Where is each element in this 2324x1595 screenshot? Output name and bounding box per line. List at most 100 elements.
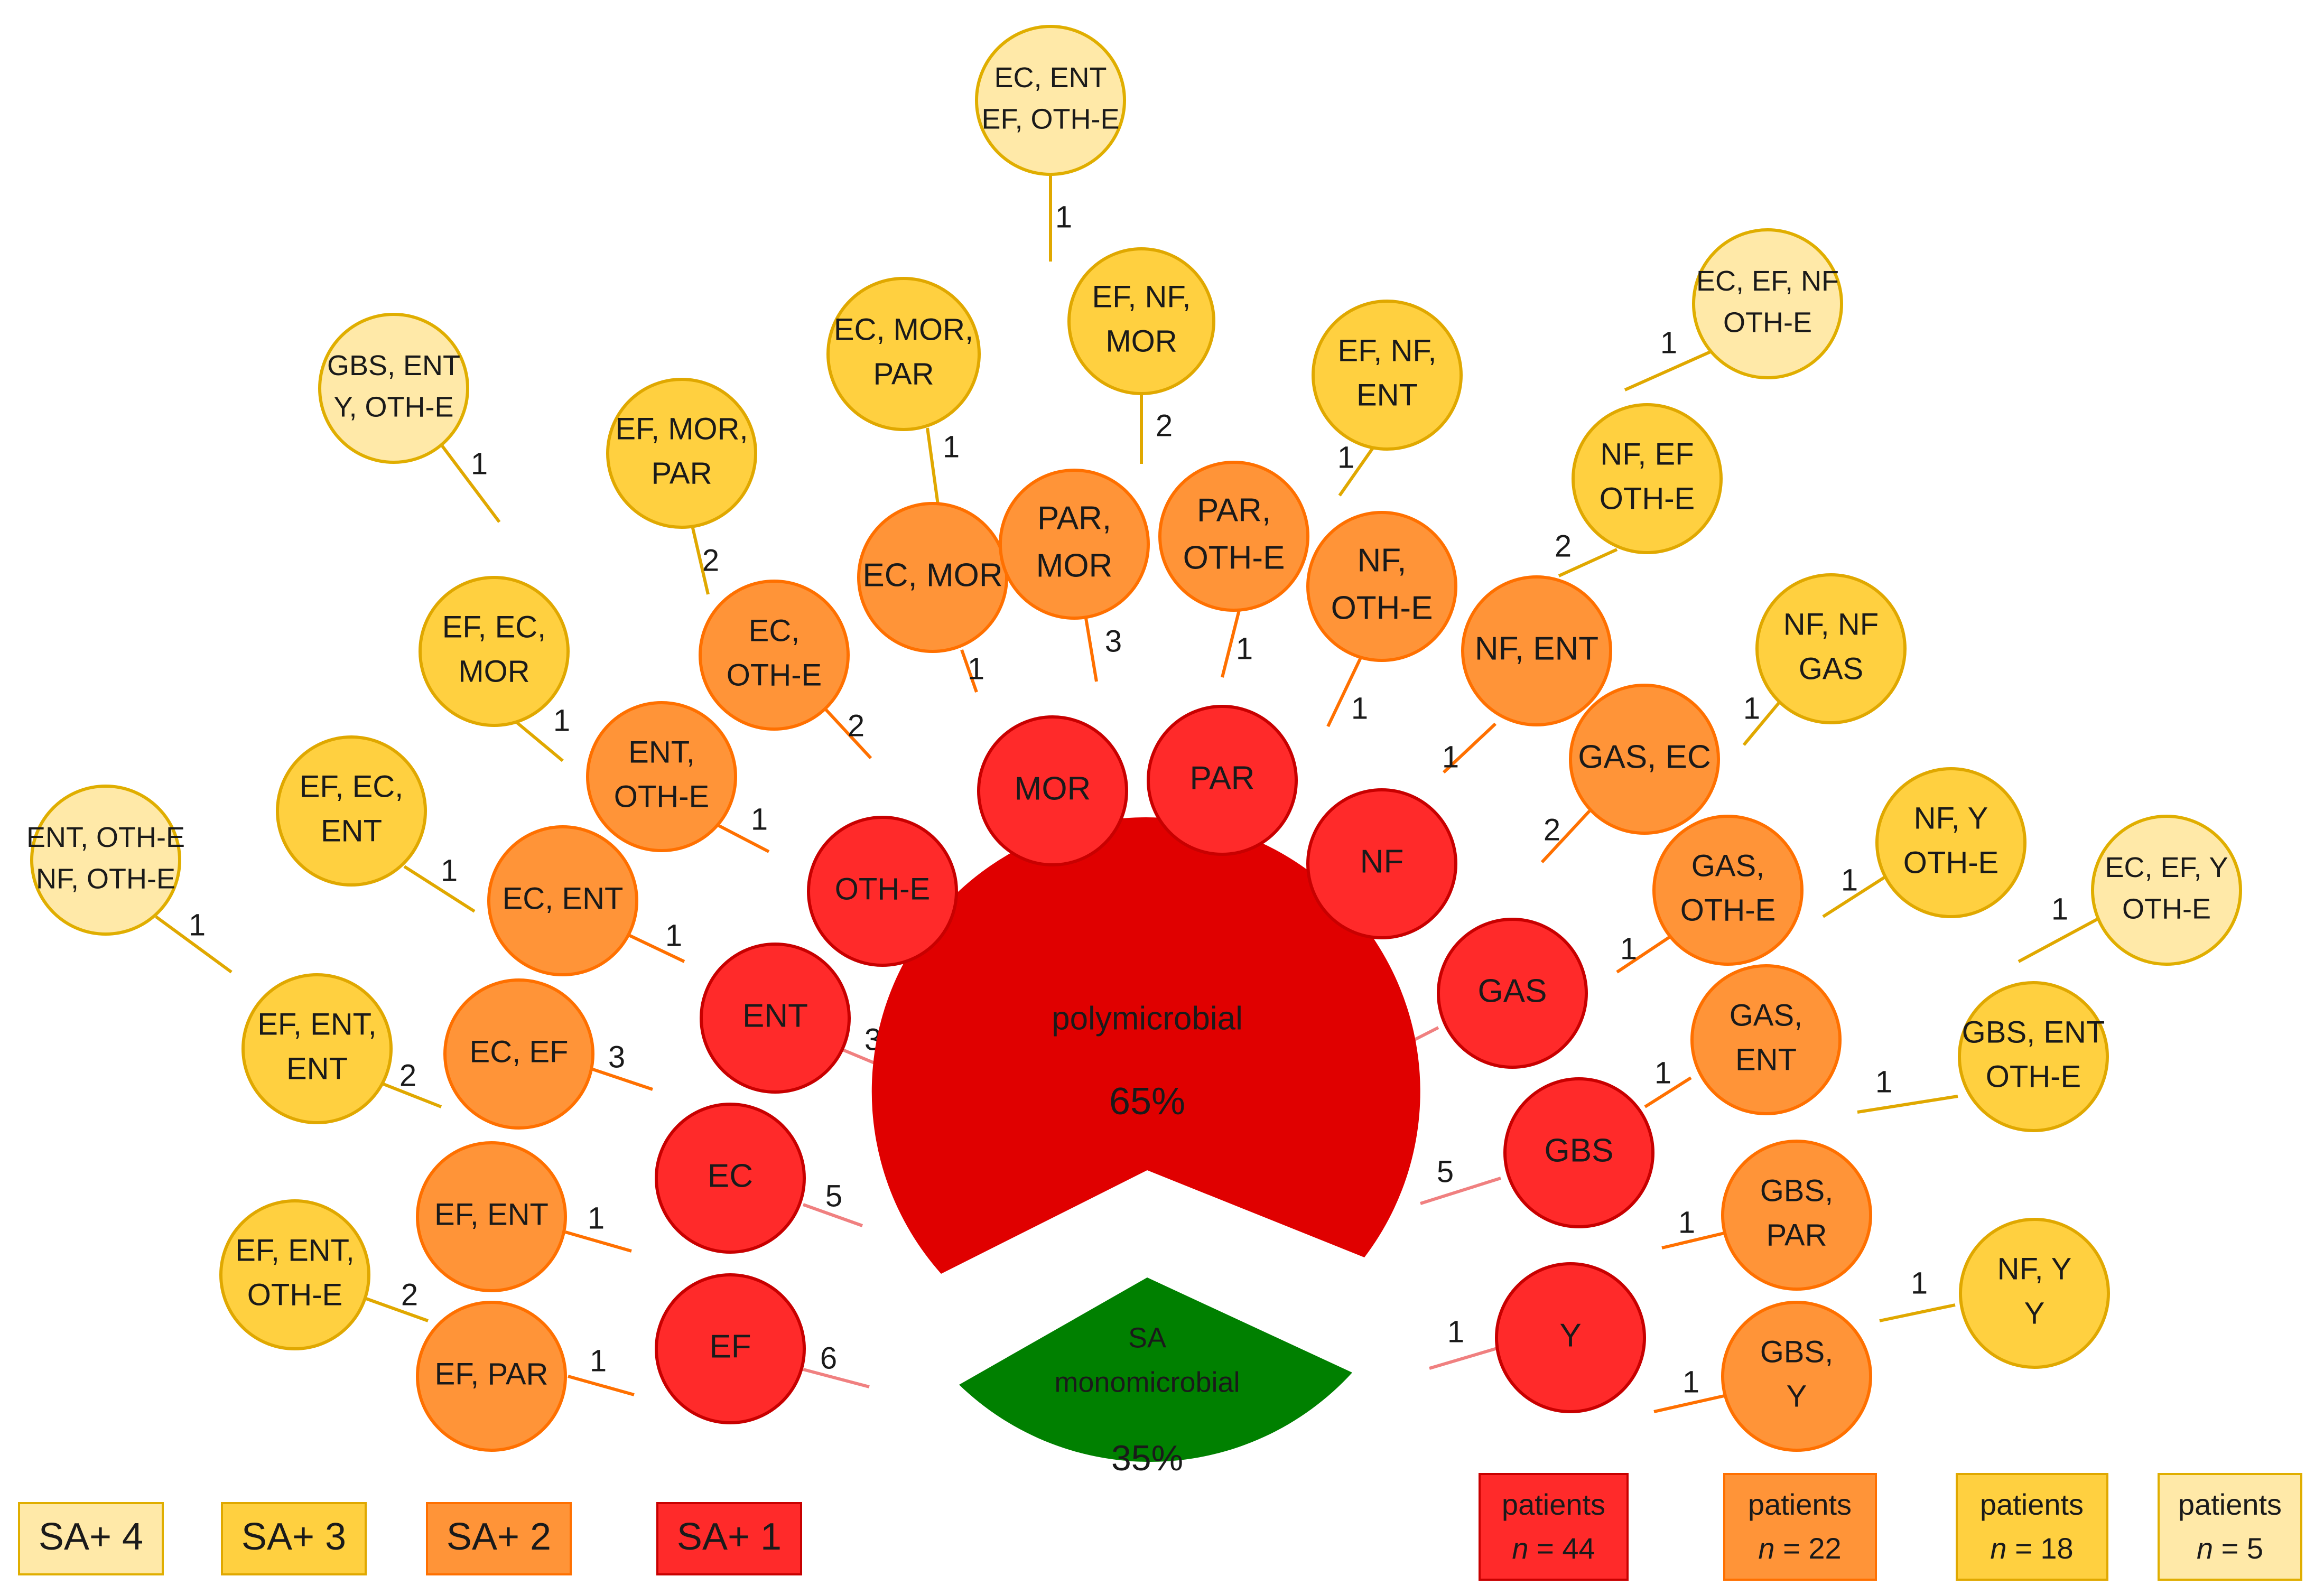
svg-text:n = 44: n = 44: [1512, 1532, 1595, 1565]
node-label: NF, EF: [1600, 437, 1694, 471]
node-label: GAS,: [1730, 998, 1803, 1032]
combination-node-tier-2: EF, ENT: [416, 1141, 567, 1292]
node-label: PAR,: [1197, 492, 1271, 528]
node-label: EC, ENT: [994, 62, 1107, 94]
node-circle: [1147, 705, 1298, 856]
node-count-label: 2: [848, 708, 864, 743]
node-connector: [437, 440, 501, 523]
node-label: EF, EC,: [442, 610, 546, 644]
node-label: EC, MOR,: [834, 312, 973, 347]
node-count-label: 6: [820, 1341, 837, 1375]
node-count-label: 1: [1678, 1205, 1695, 1239]
node-circle: [1461, 575, 1612, 726]
node-circle: [1721, 1140, 1872, 1291]
node-connector: [403, 865, 476, 913]
node-label: Y, OTH-E: [333, 391, 453, 423]
node-count-label: 1: [943, 430, 960, 464]
node-count-label: 1: [1620, 931, 1637, 966]
node-label: ENT: [742, 997, 808, 1034]
combination-node-tier-1: EC: [655, 1103, 806, 1254]
node-count-label: 1: [1055, 200, 1072, 234]
node-circle: [2091, 815, 2242, 966]
node-circle: [419, 576, 570, 727]
combination-node-tier-1: Y: [1495, 1262, 1646, 1413]
node-connector: [1326, 657, 1362, 727]
node-label: NF, ENT: [1475, 630, 1598, 667]
combination-node-tier-2: EC, ENT: [487, 825, 638, 976]
node-label: OTH-E: [1680, 893, 1775, 927]
combination-node-tier-1: ENT: [700, 943, 851, 1094]
node-circle: [586, 701, 737, 852]
node-label: ENT, OTH-E: [26, 822, 185, 853]
svg-text:patients: patients: [1502, 1488, 1605, 1521]
svg-text:patients: patients: [1980, 1488, 2084, 1521]
node-label: OTH-E: [1723, 306, 1812, 338]
node-count-label: 1: [968, 651, 984, 686]
node-label: NF, Y: [1914, 801, 1988, 835]
node-circle: [416, 1141, 567, 1292]
node-connector: [364, 1296, 429, 1322]
node-circle: [219, 1199, 370, 1350]
node-circle: [1312, 300, 1463, 451]
node-circle: [1572, 403, 1723, 554]
combination-node-tier-2: EC, EF: [443, 978, 594, 1130]
node-label: GBS, ENT: [327, 350, 460, 381]
node-label: GBS, ENT: [1962, 1015, 2105, 1049]
node-connector: [1221, 610, 1241, 678]
node-label: EC: [708, 1158, 753, 1194]
node-label: MOR: [458, 654, 529, 688]
node-circle: [276, 735, 427, 887]
node-count-label: 1: [1442, 740, 1459, 774]
legend-tier-3: SA+ 3: [221, 1502, 367, 1575]
node-count-label: 1: [1743, 691, 1760, 725]
node-circle: [999, 469, 1150, 620]
node-label: PAR: [1767, 1218, 1827, 1252]
node-count-label: 1: [588, 1201, 605, 1235]
node-count-label: 2: [702, 543, 719, 577]
combination-node-tier-3: EC, MOR,PAR: [826, 277, 981, 431]
node-connector: [1661, 1229, 1734, 1249]
node-label: NF, OTH-E: [36, 863, 175, 894]
node-connector: [586, 1066, 653, 1091]
node-label: Y: [1787, 1379, 1807, 1413]
node-connector: [1742, 696, 1785, 746]
node-label: EF, EC,: [300, 769, 404, 804]
node-connector: [1616, 934, 1674, 974]
node-label: OTH-E: [1986, 1059, 2081, 1094]
node-count-label: 1: [2051, 892, 2068, 926]
node-connector: [1558, 548, 1618, 577]
node-label: NF, NF: [1783, 607, 1879, 641]
combination-node-tier-3: EF, MOR,PAR: [606, 378, 757, 529]
polymicrobial-sector: [871, 817, 1420, 1274]
node-count-label: 1: [1337, 440, 1354, 474]
node-connector: [1540, 809, 1591, 864]
svg-text:patients: patients: [1748, 1488, 1852, 1521]
node-label: ENT: [1735, 1042, 1797, 1077]
node-label: EC,: [749, 613, 800, 648]
combination-node-tier-2: NF,OTH-E: [1306, 511, 1457, 662]
node-label: EC, EF, Y: [2105, 852, 2228, 883]
node-count-label: 1: [590, 1344, 607, 1378]
node-circle: [700, 943, 851, 1094]
svg-text:SA+ 4: SA+ 4: [39, 1516, 143, 1558]
node-label: ENT: [321, 814, 382, 848]
node-label: EC, EF, NF: [1696, 265, 1839, 297]
node-connector: [926, 427, 940, 505]
node-label: EF, ENT,: [257, 1007, 377, 1041]
monomicrobial-label-sa: SA: [1128, 1322, 1166, 1354]
svg-text:SA+ 2: SA+ 2: [447, 1516, 551, 1558]
node-circle: [1569, 684, 1720, 835]
node-count-label: 2: [1544, 813, 1560, 847]
node-label: EF, MOR,: [615, 412, 748, 446]
node-connector: [373, 1079, 442, 1108]
node-circle: [655, 1103, 806, 1254]
node-circle: [1959, 1218, 2110, 1369]
legend-tier-4: SA+ 4: [18, 1502, 164, 1575]
node-label: OTH-E: [727, 658, 822, 692]
node-label: MOR: [1015, 770, 1091, 807]
combination-node-tier-3: NF, YY: [1959, 1218, 2110, 1369]
node-count-label: 2: [1156, 408, 1173, 443]
node-label: EF, ENT,: [235, 1233, 355, 1267]
